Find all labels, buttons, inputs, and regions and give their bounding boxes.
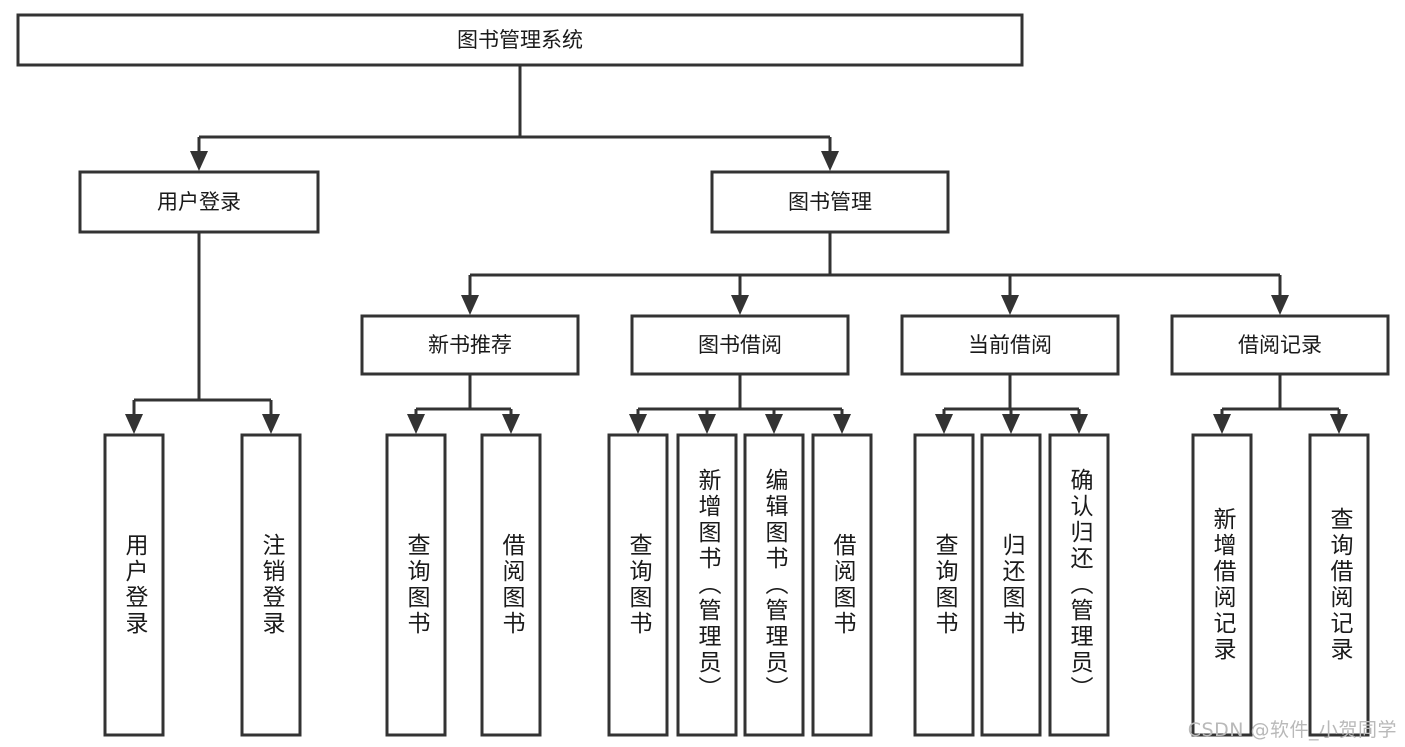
- node-box-leaf-edit-book[interactable]: [743, 433, 805, 737]
- arrow-to-leaf-add-record: [1213, 414, 1231, 434]
- node-box-new-book-recommend[interactable]: [360, 314, 580, 376]
- arrow-to-book-manage: [821, 151, 839, 171]
- node-box-leaf-borrow-book-2[interactable]: [811, 433, 873, 737]
- connector-lines: [125, 65, 1348, 434]
- arrow-to-leaf-query-book-2: [629, 414, 647, 434]
- node-box-leaf-query-book-2[interactable]: [607, 433, 669, 737]
- node-box-current-borrow[interactable]: [900, 314, 1120, 376]
- node-label-new-book-recommend: 新书推荐: [428, 333, 512, 357]
- node-box-book-manage[interactable]: [710, 170, 950, 234]
- arrow-to-leaf-query-book-1: [407, 414, 425, 434]
- arrow-to-leaf-return-book: [1002, 414, 1020, 434]
- node-box-root[interactable]: [16, 13, 1024, 67]
- arrow-to-borrow-record: [1271, 295, 1289, 315]
- arrow-to-leaf-borrow-book-2: [833, 414, 851, 434]
- watermark-text: CSDN @软件_小贺同学: [1187, 719, 1397, 741]
- arrow-to-leaf-query-book-3: [935, 414, 953, 434]
- node-box-leaf-user-login[interactable]: [103, 433, 165, 737]
- node-label-book-manage: 图书管理: [788, 190, 872, 214]
- arrow-to-leaf-add-book: [698, 414, 716, 434]
- node-box-user-login[interactable]: [78, 170, 320, 234]
- arrow-to-leaf-user-login: [125, 414, 143, 434]
- node-box-leaf-user-logout[interactable]: [240, 433, 302, 737]
- arrow-to-new-book-recommend: [461, 295, 479, 315]
- node-label-current-borrow: 当前借阅: [968, 333, 1052, 357]
- node-box-leaf-query-record[interactable]: [1308, 433, 1370, 737]
- node-label-root: 图书管理系统: [457, 28, 583, 52]
- node-box-book-borrow[interactable]: [630, 314, 850, 376]
- arrow-to-leaf-edit-book: [765, 414, 783, 434]
- node-label-book-borrow: 图书借阅: [698, 333, 782, 357]
- node-box-leaf-query-book-1[interactable]: [385, 433, 447, 737]
- node-box-leaf-add-record[interactable]: [1191, 433, 1253, 737]
- arrow-to-user-login: [190, 151, 208, 171]
- arrow-to-leaf-borrow-book-1: [502, 414, 520, 434]
- arrow-to-leaf-query-record: [1330, 414, 1348, 434]
- node-box-leaf-query-book-3[interactable]: [913, 433, 975, 737]
- node-box-leaf-add-book[interactable]: [676, 433, 738, 737]
- arrow-to-current-borrow: [1001, 295, 1019, 315]
- arrow-to-leaf-confirm-return: [1070, 414, 1088, 434]
- arrow-to-leaf-user-logout: [262, 414, 280, 434]
- node-box-leaf-return-book[interactable]: [980, 433, 1042, 737]
- node-label-borrow-record: 借阅记录: [1238, 333, 1322, 357]
- node-label-user-login: 用户登录: [157, 190, 241, 214]
- node-box-leaf-confirm-return[interactable]: [1048, 433, 1110, 737]
- arrow-to-book-borrow: [731, 295, 749, 315]
- node-box-borrow-record[interactable]: [1170, 314, 1390, 376]
- node-box-leaf-borrow-book-1[interactable]: [480, 433, 542, 737]
- node-boxes: [16, 13, 1390, 737]
